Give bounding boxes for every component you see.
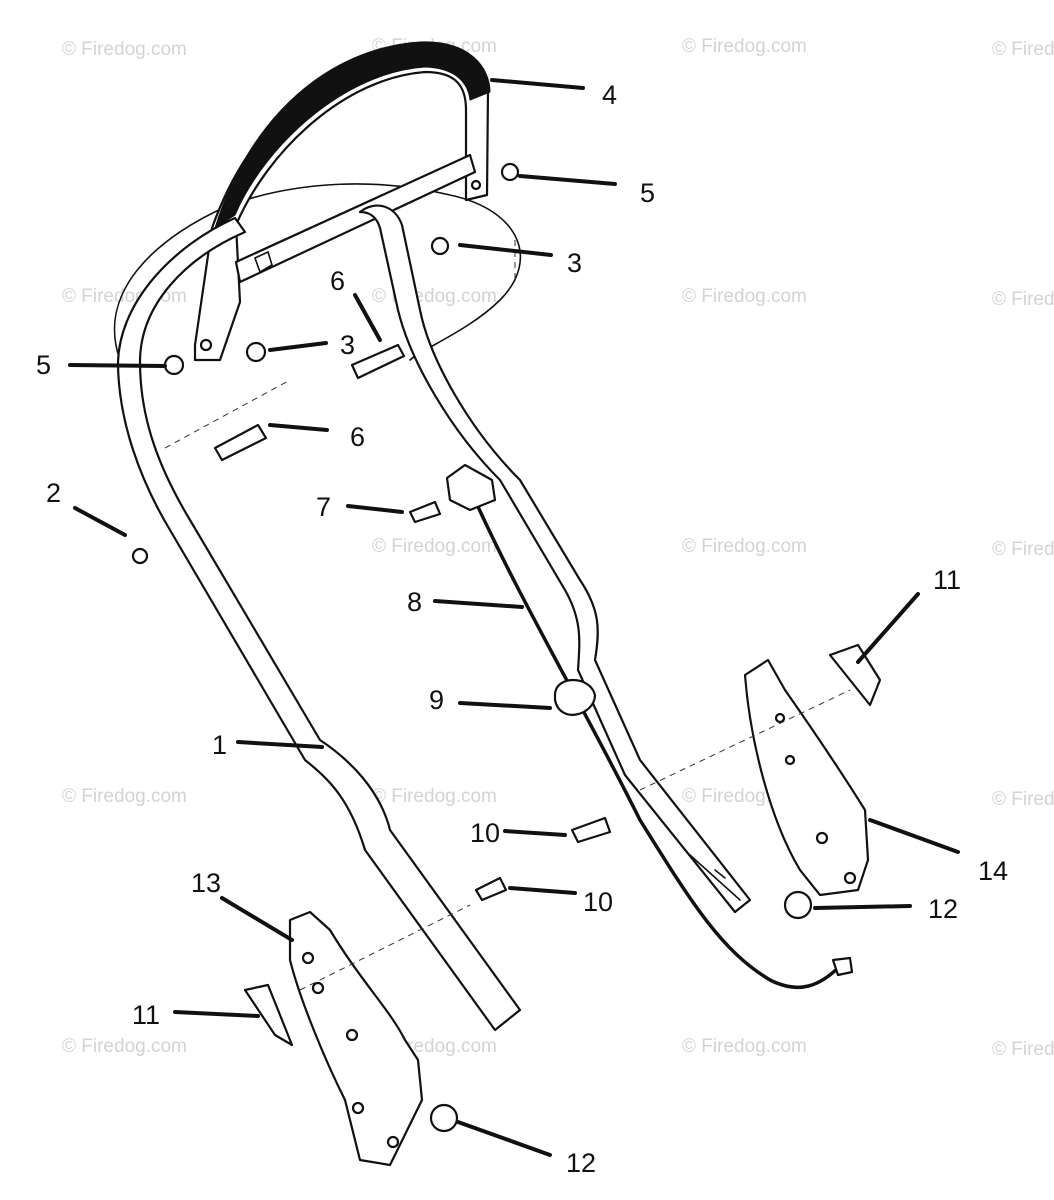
leader-lines — [68, 78, 960, 1157]
callout-5-right: 5 — [640, 178, 655, 208]
callout-14: 14 — [978, 856, 1008, 886]
bolt-10-upper — [570, 816, 612, 844]
watermark: © Firedog.com — [682, 286, 807, 307]
watermark: © Firedog.com — [682, 36, 807, 57]
watermark: © Firedog.com — [62, 1036, 187, 1057]
handle-frame — [116, 204, 752, 1032]
watermark: © Firedog.com — [992, 789, 1054, 810]
callout-6-upper: 6 — [330, 266, 345, 296]
spacer-5-right — [500, 162, 520, 182]
alignment-lines — [164, 240, 851, 991]
callout-1: 1 — [212, 730, 227, 760]
callout-3-left: 3 — [340, 330, 355, 360]
knob-11-right — [828, 643, 882, 707]
watermark: © Firedog.com — [992, 539, 1054, 560]
callout-3-right: 3 — [567, 248, 582, 278]
watermark: © Firedog.com — [682, 1036, 807, 1057]
callout-11-left: 11 — [132, 1000, 160, 1030]
callout-9: 9 — [429, 685, 444, 715]
washer-2 — [131, 547, 149, 565]
callout-4: 4 — [602, 80, 617, 110]
spacer-5-left — [163, 354, 185, 376]
watermark-layer: © Firedog.com © Firedog.com © Firedog.co… — [62, 36, 1054, 1060]
control-cable — [473, 499, 840, 990]
upper-handle — [193, 41, 491, 362]
callout-10-upper: 10 — [470, 818, 500, 848]
nut-12-right — [783, 890, 813, 920]
bolt-10-lower — [474, 876, 508, 902]
watermark: © Firedog.com — [992, 1039, 1054, 1060]
watermark: © Firedog.com — [372, 786, 497, 807]
bolt-6-upper — [350, 343, 406, 380]
cable-clip — [445, 463, 497, 512]
right-bracket — [743, 658, 870, 897]
handle-grip — [214, 41, 491, 230]
watermark: © Firedog.com — [62, 39, 187, 60]
callout-8: 8 — [407, 587, 422, 617]
callout-12-right: 12 — [928, 894, 958, 924]
callout-labels: 4 5 3 5 3 6 6 2 7 8 9 1 10 10 11 11 12 1… — [36, 80, 1008, 1178]
knob-11-left — [243, 983, 294, 1047]
callout-5-left: 5 — [36, 350, 51, 380]
watermark: © Firedog.com — [992, 289, 1054, 310]
left-bracket — [288, 910, 424, 1167]
washer-3-right — [430, 236, 450, 256]
watermark: © Firedog.com — [992, 39, 1054, 60]
callout-10-lower: 10 — [583, 887, 613, 917]
clip-9 — [553, 679, 597, 716]
bolt-6-lower — [213, 423, 268, 462]
callout-11-right: 11 — [933, 565, 961, 595]
callout-2: 2 — [46, 478, 61, 508]
watermark: © Firedog.com — [62, 786, 187, 807]
callout-13: 13 — [191, 868, 221, 898]
callout-6-lower: 6 — [350, 422, 365, 452]
washer-3-left — [245, 341, 267, 363]
nut-12-left — [429, 1103, 459, 1133]
watermark: © Firedog.com — [682, 536, 807, 557]
cable-end — [831, 956, 854, 977]
callout-12-left: 12 — [566, 1148, 596, 1178]
watermark: © Firedog.com — [372, 286, 497, 307]
small-parts — [131, 162, 882, 1133]
screw-7 — [408, 500, 442, 524]
callout-7: 7 — [316, 492, 331, 522]
watermark: © Firedog.com — [372, 536, 497, 557]
